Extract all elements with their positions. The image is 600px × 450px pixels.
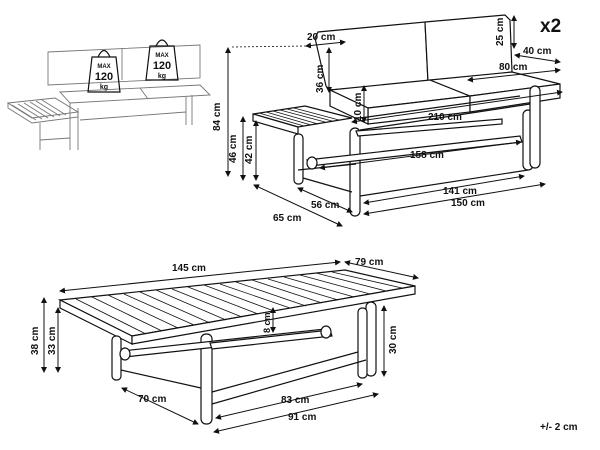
tolerance-label: +/- 2 cm <box>540 422 578 433</box>
dim-frame-length: 141 cm <box>443 186 477 197</box>
weight-icon-1: MAX 120 kg <box>87 49 121 93</box>
dim-armrest-depth: 40 cm <box>523 46 551 57</box>
dim-slat-height: 8 cm <box>262 312 272 333</box>
dim-seat-width: 80 cm <box>499 62 527 73</box>
dim-table-bar-length: 83 cm <box>281 395 309 406</box>
dim-leg-height: 30 cm <box>388 326 399 354</box>
weight-max-label-1: MAX <box>97 64 110 70</box>
dim-back-cushion-height: 36 cm <box>315 65 326 93</box>
dim-table-total-height: 38 cm <box>30 327 41 355</box>
weight-icon-2: MAX 120 kg <box>145 39 179 81</box>
dim-top-length: 145 cm <box>172 263 206 274</box>
dim-table-leg-depth: 70 cm <box>138 394 166 405</box>
dim-overall-length: 210 cm <box>428 112 462 123</box>
dim-table-height: 46 cm <box>228 135 239 163</box>
dim-frame-height: 33 cm <box>47 327 58 355</box>
dim-base-length: 150 cm <box>451 198 485 209</box>
weight-max-label-2: MAX <box>155 53 168 59</box>
dim-cushion-top-depth: 20 cm <box>307 32 335 43</box>
weight-value-label-2: 120 <box>153 60 171 72</box>
table-drawing: 145 cm 79 cm 38 cm 33 cm 8 cm 30 cm 70 c… <box>30 257 419 434</box>
dim-back-height: 25 cm <box>495 18 506 46</box>
sofa-drawing: 20 cm 25 cm 40 cm 36 cm 80 cm 10 cm 84 c… <box>212 14 563 227</box>
dim-bar-length: 158 cm <box>410 150 444 161</box>
dim-total-depth: 65 cm <box>273 213 301 224</box>
quantity-label: x2 <box>540 16 561 37</box>
overview-sketch: MAX 120 kg MAX 120 kg <box>6 39 212 150</box>
weight-unit-label-2: kg <box>158 73 166 80</box>
dim-leg-depth: 56 cm <box>311 200 339 211</box>
dim-top-width: 79 cm <box>355 257 383 268</box>
dim-seat-height: 42 cm <box>244 136 255 164</box>
weight-value-label-1: 120 <box>95 71 113 83</box>
dim-total-height: 84 cm <box>212 103 223 131</box>
dim-table-base-length: 91 cm <box>288 412 316 423</box>
dim-seat-cushion-height: 10 cm <box>353 93 364 121</box>
weight-unit-label-1: kg <box>100 84 108 91</box>
